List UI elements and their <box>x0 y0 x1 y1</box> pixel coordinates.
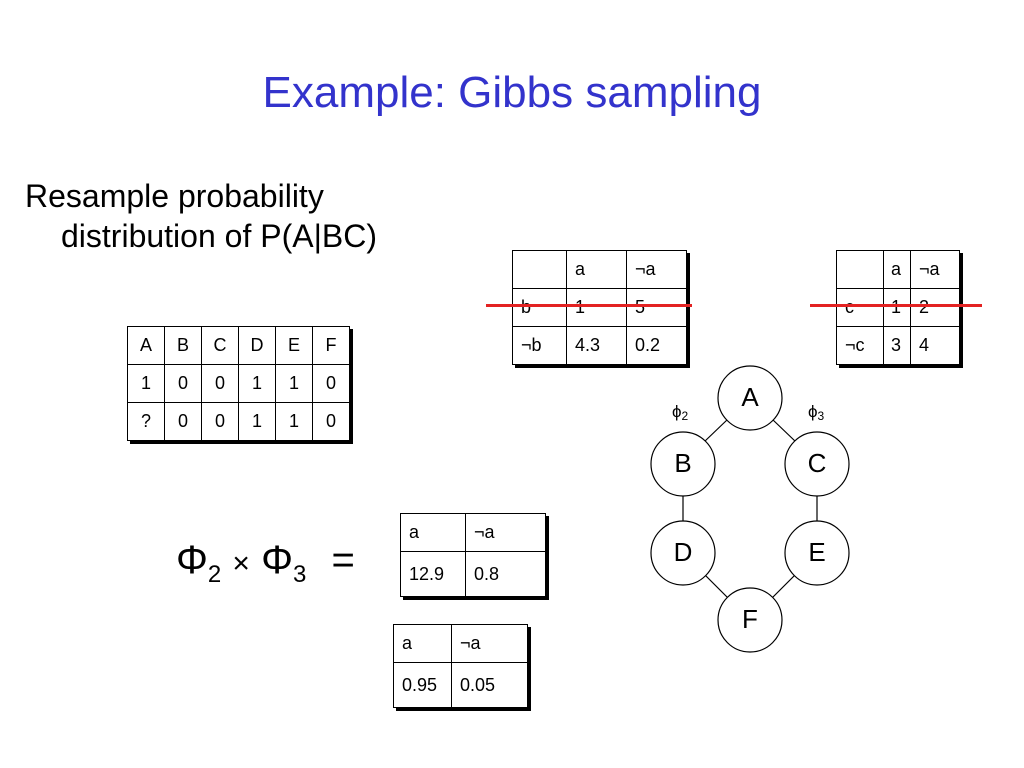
table-cell: F <box>312 326 350 365</box>
node-e <box>784 520 850 586</box>
node-label: D <box>674 537 693 567</box>
node-label: C <box>808 448 827 478</box>
phi2-table: a ¬a b 1 5 ¬b 4.3 0.2 <box>512 250 687 365</box>
table-cell: 1 <box>275 402 313 441</box>
node-f <box>717 587 783 653</box>
edge-d-f <box>703 573 729 599</box>
table-row: ¬b 4.3 0.2 <box>512 326 687 365</box>
table-cell: ¬a <box>910 250 960 289</box>
product-table: a ¬a 12.9 0.8 <box>400 513 546 597</box>
table-cell: B <box>164 326 202 365</box>
table-cell: b <box>512 288 567 327</box>
phi3-table: a ¬a c 1 2 ¬c 3 4 <box>836 250 960 365</box>
table-cell: ¬c <box>836 326 884 365</box>
node-label: E <box>808 537 825 567</box>
table-row: 0.95 0.05 <box>393 662 528 708</box>
table-row: a ¬a <box>512 250 687 289</box>
table-cell: 0 <box>164 364 202 403</box>
assignment-table: A B C D E F 1 0 0 1 1 0 ? 0 0 1 1 0 <box>127 326 350 441</box>
node-label: A <box>741 382 759 412</box>
table-cell: 0.05 <box>451 662 528 708</box>
edge-a-c <box>771 418 797 443</box>
node-a <box>717 365 783 431</box>
table-row: A B C D E F <box>127 326 350 365</box>
table-cell: 2 <box>910 288 960 327</box>
phi-symbol: Φ <box>176 538 208 582</box>
table-row: 1 0 0 1 1 0 <box>127 364 350 403</box>
subscript: 3 <box>292 561 307 588</box>
phi2-factor-label: ϕ2 <box>672 402 689 423</box>
node-label: F <box>742 604 758 634</box>
phi-symbol: Φ <box>261 538 293 582</box>
equals-symbol: = <box>331 538 355 582</box>
table-cell: A <box>127 326 165 365</box>
table-cell: a <box>883 250 911 289</box>
slide-title: Example: Gibbs sampling <box>262 68 762 117</box>
times-symbol: × <box>232 547 250 580</box>
table-cell: 0.2 <box>626 326 687 365</box>
table-cell: 4 <box>910 326 960 365</box>
table-row: c 1 2 <box>836 288 960 327</box>
edge-a-b <box>703 418 729 443</box>
table-cell: 0 <box>312 364 350 403</box>
table-cell: 0 <box>201 402 239 441</box>
table-row: 12.9 0.8 <box>400 551 546 597</box>
table-row: a ¬a <box>400 513 546 552</box>
table-cell: 0 <box>312 402 350 441</box>
table-cell: ¬a <box>465 513 546 552</box>
table-cell: 1 <box>275 364 313 403</box>
node-c <box>784 431 850 497</box>
node-b <box>650 431 716 497</box>
bullet-text: Resample probability distribution of P(A… <box>25 176 377 256</box>
table-cell: 5 <box>626 288 687 327</box>
edge-e-f <box>771 573 797 599</box>
phi3-factor-label: ϕ3 <box>808 402 825 423</box>
table-cell: c <box>836 288 884 327</box>
table-cell: a <box>393 624 452 663</box>
bullet-line-2: distribution of P(A|BC) <box>61 218 377 254</box>
table-cell: 12.9 <box>400 551 466 597</box>
table-cell: 1 <box>883 288 911 327</box>
table-cell: 4.3 <box>566 326 627 365</box>
subscript: 2 <box>207 561 222 588</box>
table-cell: 1 <box>238 402 276 441</box>
table-cell: 1 <box>566 288 627 327</box>
node-d <box>650 520 716 586</box>
table-cell: 0.95 <box>393 662 452 708</box>
table-cell: 0.8 <box>465 551 546 597</box>
phi2-strike-line <box>486 304 692 307</box>
table-row: ¬c 3 4 <box>836 326 960 365</box>
table-cell: D <box>238 326 276 365</box>
table-cell: 1 <box>127 364 165 403</box>
bullet-line-1: Resample probability <box>25 178 324 214</box>
table-cell: 3 <box>883 326 911 365</box>
product-formula: Φ2 × Φ3 = <box>176 538 355 589</box>
node-label: B <box>674 448 691 478</box>
normalized-table: a ¬a 0.95 0.05 <box>393 624 528 708</box>
table-row: ? 0 0 1 1 0 <box>127 402 350 441</box>
table-row: b 1 5 <box>512 288 687 327</box>
phi3-strike-line <box>810 304 982 307</box>
